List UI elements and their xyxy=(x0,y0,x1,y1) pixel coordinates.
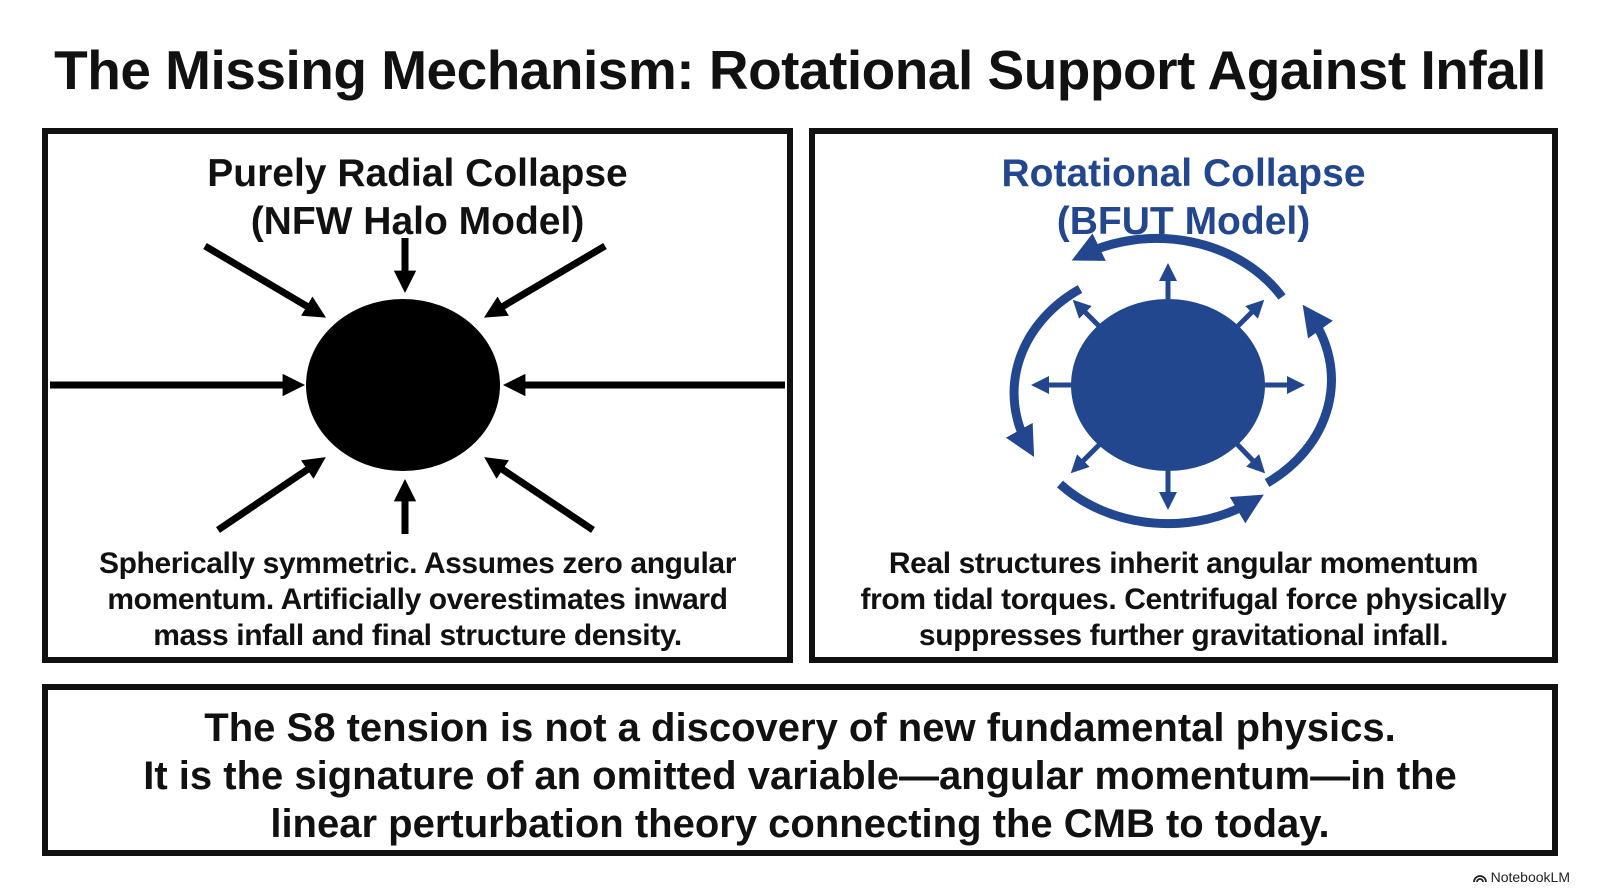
rotational-desc-line2: from tidal torques. Centrifugal force ph… xyxy=(860,583,1507,616)
rotation-arc-top xyxy=(1071,233,1286,300)
outward-arrow-northwest xyxy=(1072,299,1104,331)
rotating-halo-core xyxy=(1071,299,1265,471)
outward-arrow-northeast xyxy=(1233,299,1265,331)
conclusion-text: The S8 tension is not a discovery of new… xyxy=(48,704,1552,848)
notebooklm-watermark: NotebookLM xyxy=(1472,869,1570,885)
notebooklm-label: NotebookLM xyxy=(1490,869,1570,885)
rotation-arc-bottom xyxy=(1056,480,1264,529)
conclusion-line1: The S8 tension is not a discovery of new… xyxy=(204,706,1396,750)
rotation-arc-right xyxy=(1264,304,1336,487)
rotational-collapse-title: Rotational Collapse (BFUT Model) xyxy=(815,150,1552,246)
radial-collapse-panel: Purely Radial Collapse (NFW Halo Model) … xyxy=(42,128,793,663)
radial-collapse-title-line1: Purely Radial Collapse xyxy=(207,152,628,195)
conclusion-line3: linear perturbation theory connecting th… xyxy=(270,802,1330,846)
rotation-arc-left xyxy=(1005,285,1083,458)
conclusion-line2: It is the signature of an omitted variab… xyxy=(143,754,1457,798)
rotational-collapse-diagram xyxy=(1005,233,1336,529)
rotational-desc-line1: Real structures inherit angular momentum xyxy=(888,547,1479,580)
radial-desc-line1: Spherically symmetric. Assumes zero angu… xyxy=(99,547,736,580)
inflow-arrow-northeast xyxy=(483,242,607,318)
inflow-arrow-southeast xyxy=(484,457,595,533)
radial-collapse-title-line2: (NFW Halo Model) xyxy=(250,200,585,243)
radial-collapse-title: Purely Radial Collapse (NFW Halo Model) xyxy=(48,150,787,246)
page-title: The Missing Mechanism: Rotational Suppor… xyxy=(54,39,1546,101)
radial-collapse-diagram xyxy=(50,238,785,534)
outward-arrow-southeast xyxy=(1233,440,1266,474)
radial-collapse-description: Spherically symmetric. Assumes zero angu… xyxy=(48,546,787,654)
inflow-arrow-southwest xyxy=(216,457,326,533)
radial-desc-line3: mass infall and final structure density. xyxy=(153,619,682,652)
rotational-collapse-title-line1: Rotational Collapse xyxy=(1001,152,1366,195)
rotational-collapse-panel: Rotational Collapse (BFUT Model) Real st… xyxy=(809,128,1558,663)
radial-desc-line2: momentum. Artificially overestimates inw… xyxy=(107,583,728,616)
rotational-desc-line3: suppresses further gravitational infall. xyxy=(918,619,1449,652)
inflow-arrow-northwest xyxy=(203,242,327,318)
conclusion-box: The S8 tension is not a discovery of new… xyxy=(42,684,1558,856)
rotational-collapse-description: Real structures inherit angular momentum… xyxy=(815,546,1552,654)
collapsed-halo-core xyxy=(306,299,500,471)
notebooklm-logo-icon xyxy=(1472,874,1487,882)
outward-arrow-southwest xyxy=(1070,440,1104,474)
